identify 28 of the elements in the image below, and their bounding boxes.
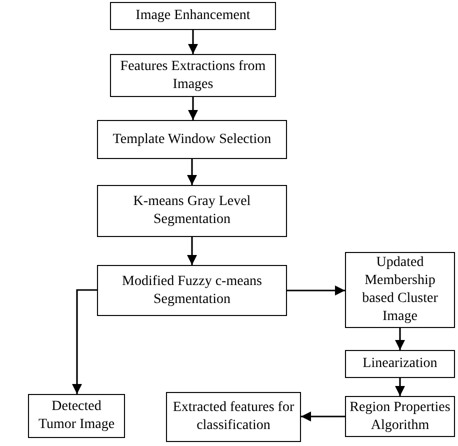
box-label: Updated Membership based Cluster Image <box>361 254 439 326</box>
box-label: Detected Tumor Image <box>37 398 116 434</box>
process-box <box>345 350 455 378</box>
box-label: Features Extractions from Images <box>119 58 267 94</box>
arrow <box>188 30 198 54</box>
arrow <box>187 237 197 265</box>
box-label: Linearization <box>362 355 438 373</box>
box-label: Extracted features for classification <box>172 399 296 435</box>
arrow <box>301 412 345 422</box>
box-label: K-means Gray Level Segmentation <box>132 193 252 229</box>
process-box <box>345 252 455 328</box>
process-box <box>97 185 287 237</box>
arrow <box>395 328 405 350</box>
process-box <box>166 392 301 442</box>
box-label: Template Window Selection <box>112 130 272 148</box>
process-box <box>28 394 125 438</box>
process-box <box>97 265 287 316</box>
arrow <box>187 159 197 185</box>
box-label: Region Properties Algorithm <box>348 398 452 434</box>
arrow <box>188 97 198 120</box>
box-label: Image Enhancement <box>136 7 250 25</box>
box-label: Modified Fuzzy c-means Segmentation <box>121 272 263 308</box>
process-box <box>110 2 276 30</box>
arrow <box>72 289 97 394</box>
process-box <box>97 120 287 159</box>
arrow <box>287 286 345 296</box>
arrow <box>395 378 405 396</box>
process-box <box>110 54 276 97</box>
